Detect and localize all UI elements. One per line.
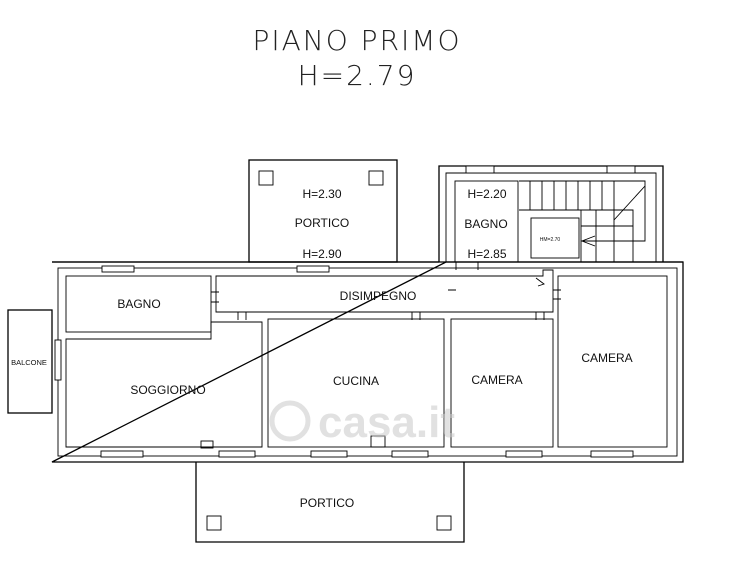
plan-title: PIANO PRIMO <box>253 24 462 57</box>
main-walls <box>51 261 684 463</box>
stair-height-label: HM=2.70 <box>540 237 561 243</box>
portico-bottom-label: PORTICO <box>300 496 354 510</box>
portico-top-h1: H=2.30 <box>302 187 341 201</box>
bagno-top-h2: H=2.85 <box>467 247 506 261</box>
windows <box>54 265 634 458</box>
interior-walls <box>65 262 668 448</box>
portico-bottom <box>195 462 465 543</box>
bagno-label: BAGNO <box>117 297 160 311</box>
stair-block <box>438 165 664 263</box>
cucina-label: CUCINA <box>333 374 379 388</box>
bagno-top-h1: H=2.20 <box>467 187 506 201</box>
camera1-label: CAMERA <box>471 373 522 387</box>
plan-height: H=2.79 <box>298 59 417 92</box>
disimpegno-label: DISIMPEGNO <box>340 289 417 303</box>
balcone <box>7 309 53 414</box>
camera2-label: CAMERA <box>581 351 632 365</box>
portico-top-label: PORTICO <box>295 216 349 230</box>
watermark: casa.it <box>269 398 455 447</box>
watermark-text: casa.it <box>318 398 455 447</box>
soggiorno-label: SOGGIORNO <box>130 383 205 397</box>
bagno-top-label: BAGNO <box>464 217 507 231</box>
balcone-label: BALCONE <box>11 358 47 367</box>
portico-top-h2: H=2.90 <box>302 247 341 261</box>
